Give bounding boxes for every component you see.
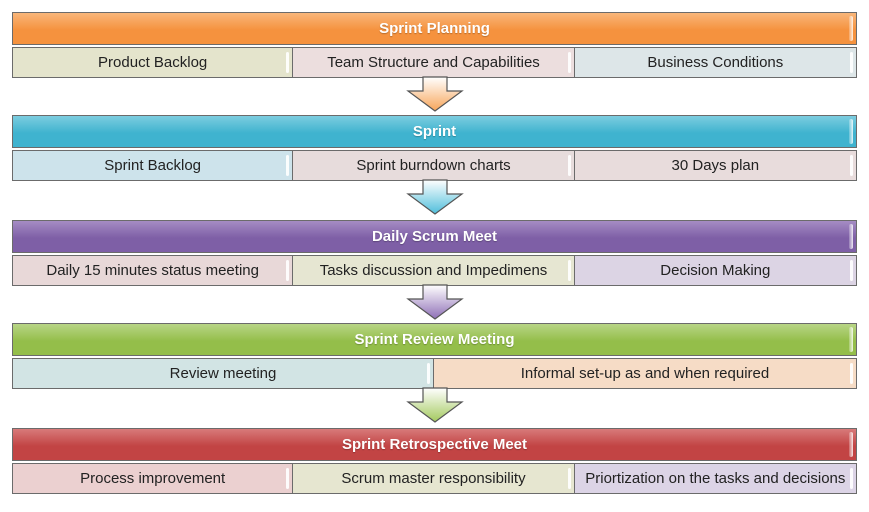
stage-title: Sprint Review Meeting: [354, 331, 515, 348]
stage-items-row: Process improvement Scrum master responsi…: [12, 463, 857, 494]
stage-title: Sprint Retrospective Meet: [341, 436, 528, 453]
stage-item: Priortization on the tasks and decisions: [574, 464, 856, 493]
stage-item: 30 Days plan: [574, 151, 856, 180]
stage-item: Review meeting: [13, 359, 434, 388]
stage-items-row: Product Backlog Team Structure and Capabi…: [12, 47, 857, 78]
stage-header: Sprint Review Meeting: [12, 323, 857, 356]
down-arrow-icon: [406, 76, 464, 112]
stage-item-label: Daily 15 minutes status meeting: [46, 261, 259, 279]
stage-item-label: 30 Days plan: [671, 156, 760, 174]
stage-header: Sprint Planning: [12, 12, 857, 45]
stage-item: Daily 15 minutes status meeting: [13, 256, 294, 285]
stage-item-label: Review meeting: [169, 364, 277, 382]
stage-title: Sprint Planning: [379, 20, 490, 37]
stage-item: Scrum master responsibility: [293, 464, 575, 493]
down-arrow-icon: [406, 179, 464, 215]
stage-items-row: Sprint Backlog Sprint burndown charts 30 D…: [12, 150, 857, 181]
stage-item: Sprint burndown charts: [293, 151, 575, 180]
stage-item-label: Business Conditions: [647, 53, 784, 71]
stage-item-label: Product Backlog: [98, 53, 208, 71]
stage-item: Team Structure and Capabilities: [293, 48, 575, 77]
stage-item-label: Sprint burndown charts: [356, 156, 511, 174]
stage-item-label: Sprint Backlog: [104, 156, 202, 174]
stage-item-label: Priortization on the tasks and decisions: [585, 469, 846, 487]
stage-items-row: Daily 15 minutes status meeting Tasks dis…: [12, 255, 857, 286]
stage-title: Sprint: [412, 123, 457, 140]
stage-item-label: Team Structure and Capabilities: [327, 53, 540, 71]
stage-item-label: Informal set-up as and when required: [520, 364, 770, 382]
stage-item: Product Backlog: [13, 48, 294, 77]
stage-item-label: Scrum master responsibility: [341, 469, 526, 487]
stage-title: Daily Scrum Meet: [371, 228, 498, 245]
stage-item-label: Process improvement: [80, 469, 226, 487]
down-arrow-icon: [406, 387, 464, 423]
stage-item-label: Tasks discussion and Impedimens: [319, 261, 548, 279]
stage-header: Sprint: [12, 115, 857, 148]
stage-header: Daily Scrum Meet: [12, 220, 857, 253]
stage-item: Informal set-up as and when required: [434, 359, 856, 388]
stage-header: Sprint Retrospective Meet: [12, 428, 857, 461]
stage-item: Business Conditions: [574, 48, 856, 77]
stage-item-label: Decision Making: [660, 261, 771, 279]
stage-item: Decision Making: [574, 256, 856, 285]
stage-item: Tasks discussion and Impedimens: [293, 256, 575, 285]
stage-items-row: Review meeting Informal set-up as and whe…: [12, 358, 857, 389]
stage-item: Process improvement: [13, 464, 294, 493]
down-arrow-icon: [406, 284, 464, 320]
stage-item: Sprint Backlog: [13, 151, 294, 180]
